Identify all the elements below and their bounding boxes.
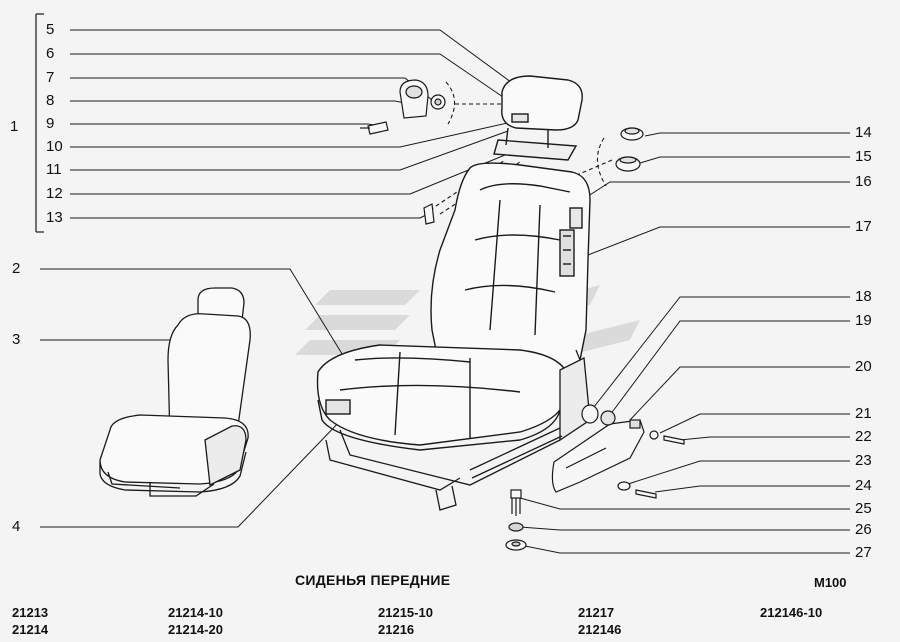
callout-18: 18 xyxy=(855,288,872,305)
callout-19: 19 xyxy=(855,312,872,329)
callout-6: 6 xyxy=(46,45,55,62)
seat-rail-frame xyxy=(325,349,591,511)
model-code: 21216 xyxy=(378,622,415,637)
callout-9: 9 xyxy=(46,115,55,132)
callout-15: 15 xyxy=(855,148,872,165)
callout-23: 23 xyxy=(855,452,872,469)
model-code: 21214 xyxy=(12,622,49,637)
callout-10: 10 xyxy=(46,138,63,155)
model-column: 21213 21214 xyxy=(12,604,48,638)
model-column: 21215-10 21216 xyxy=(378,604,433,638)
callout-12: 12 xyxy=(46,185,63,202)
model-code: 21215-10 xyxy=(378,605,433,620)
group-label: 1 xyxy=(10,118,19,135)
callout-27: 27 xyxy=(855,544,872,561)
callout-5: 5 xyxy=(46,21,55,38)
model-code: 21217 xyxy=(578,605,615,620)
callout-20: 20 xyxy=(855,358,872,375)
callout-11: 11 xyxy=(46,161,62,178)
small-parts xyxy=(360,79,644,225)
callout-8: 8 xyxy=(46,92,55,109)
callout-25: 25 xyxy=(855,500,872,517)
headrest xyxy=(493,75,583,161)
callout-24: 24 xyxy=(855,477,872,494)
callout-13: 13 xyxy=(46,209,63,226)
model-column: 21217 212146 xyxy=(578,604,621,638)
callout-7: 7 xyxy=(46,69,55,86)
callout-22: 22 xyxy=(855,428,872,445)
callout-21: 21 xyxy=(855,405,872,422)
model-code: 21213 xyxy=(12,605,49,620)
model-column: 212146-10 xyxy=(760,604,822,621)
seat-assembly-small xyxy=(99,287,251,497)
model-code: 212146 xyxy=(578,622,622,637)
model-code: 212146-10 xyxy=(760,605,823,620)
page-title: СИДЕНЬЯ ПЕРЕДНИЕ xyxy=(295,572,451,588)
model-column: 21214-10 21214-20 xyxy=(168,604,223,638)
callout-17: 17 xyxy=(855,218,872,235)
callout-14: 14 xyxy=(855,124,872,141)
callout-2: 2 xyxy=(12,260,21,277)
model-code: 21214-10 xyxy=(168,605,223,620)
catalog-code: M100 xyxy=(814,575,847,590)
side-trim-and-fasteners xyxy=(505,404,685,551)
group-bracket xyxy=(35,13,44,233)
model-code: 21214-20 xyxy=(168,622,223,637)
seat-back-large xyxy=(430,162,591,371)
callout-26: 26 xyxy=(855,521,872,538)
seat-cushion-large xyxy=(316,344,569,451)
callout-4: 4 xyxy=(12,518,21,535)
callout-16: 16 xyxy=(855,173,872,190)
callout-3: 3 xyxy=(12,331,21,348)
